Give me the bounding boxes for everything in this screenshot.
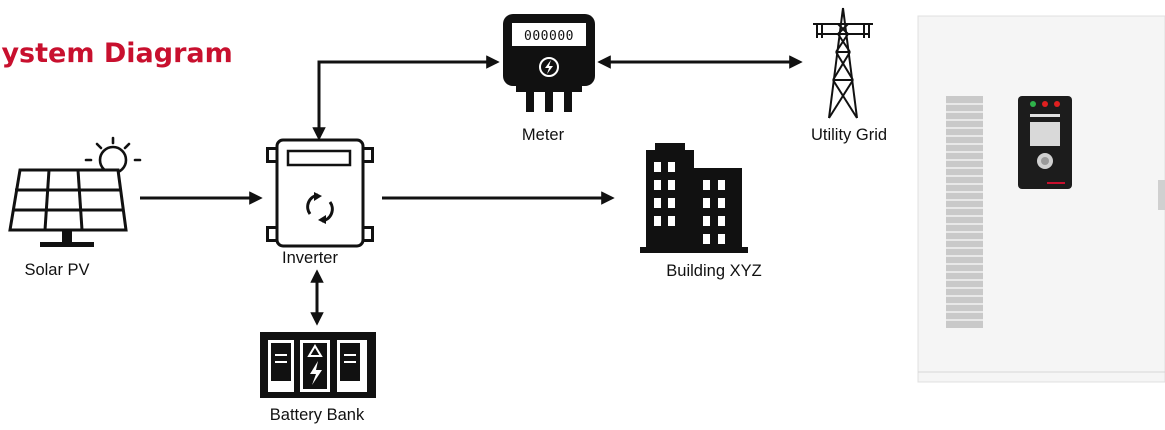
building-icon	[640, 143, 748, 253]
battery-label: Battery Bank	[270, 406, 365, 424]
inverter-meter-arrow	[312, 55, 500, 141]
inverter-icon	[266, 138, 374, 248]
inverter-label: Inverter	[282, 249, 338, 267]
diagram-title: System Diagram	[0, 38, 233, 69]
meter-label: Meter	[522, 126, 565, 144]
cabinet-vent-grille	[946, 96, 983, 328]
battery-cabinet-image	[917, 15, 1165, 383]
meter-icon: 000000	[503, 14, 595, 112]
grid-label: Utility Grid	[811, 126, 887, 144]
solar-label: Solar PV	[24, 261, 89, 279]
solar-panel-icon	[8, 136, 142, 247]
connectors	[140, 55, 803, 326]
transmission-tower-icon	[813, 7, 873, 119]
meter-reading: 000000	[524, 29, 574, 44]
building-label: Building XYZ	[666, 262, 761, 280]
cabinet-control-panel	[1018, 96, 1072, 189]
battery-bank-icon	[260, 332, 376, 398]
